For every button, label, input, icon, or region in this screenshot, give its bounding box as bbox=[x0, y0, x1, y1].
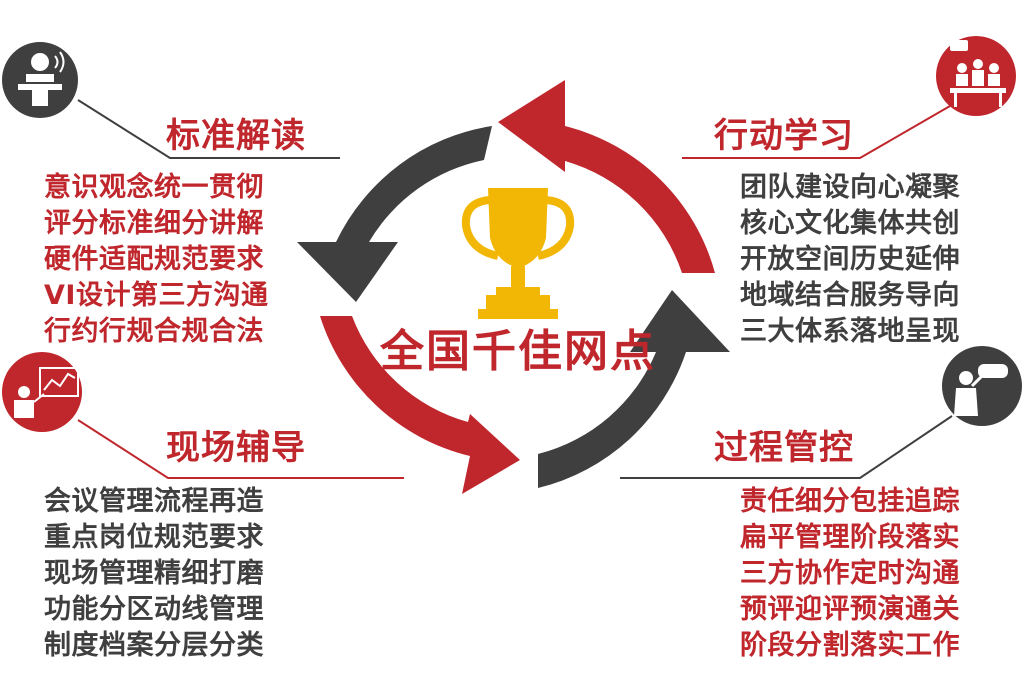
team-meeting-icon bbox=[936, 36, 1016, 116]
list-item: 现场管理精细打磨 bbox=[44, 558, 264, 589]
trophy-icon bbox=[461, 188, 575, 319]
list-item: 三大体系落地呈现 bbox=[740, 316, 960, 347]
cycle-arrows bbox=[297, 80, 730, 494]
heading-action-learning: 行动学习 bbox=[714, 116, 854, 156]
connector-bottom-right bbox=[620, 415, 953, 479]
speaker-podium-icon bbox=[2, 42, 78, 118]
list-action-learning: 团队建设向心凝聚 核心文化集体共创 开放空间历史延伸 地域结合服务导向 三大体系… bbox=[740, 170, 960, 350]
connector-top-left bbox=[77, 99, 340, 159]
list-process-control: 责任细分包挂追踪 扁平管理阶段落实 三方协作定时沟通 预评迎评预演通关 阶段分割… bbox=[740, 484, 960, 664]
arrow-dark-bottom-right bbox=[538, 290, 730, 488]
connector-top-right bbox=[682, 105, 951, 159]
arrow-red-bottom-left bbox=[320, 316, 520, 494]
list-item: 行约行规合规合法 bbox=[44, 316, 264, 347]
list-item: 扁平管理阶段落实 bbox=[740, 522, 960, 553]
presenter-chart-icon bbox=[2, 352, 82, 432]
list-item: 硬件适配规范要求 bbox=[44, 244, 264, 275]
list-item: 预评迎评预演通关 bbox=[740, 594, 960, 625]
list-item: 核心文化集体共创 bbox=[740, 208, 960, 239]
list-item: 会议管理流程再造 bbox=[44, 486, 264, 517]
list-item: 责任细分包挂追踪 bbox=[740, 486, 960, 517]
list-item: 重点岗位规范要求 bbox=[44, 522, 264, 553]
list-item: 意识观念统一贯彻 bbox=[44, 172, 264, 203]
list-item: VI设计第三方沟通 bbox=[44, 280, 269, 311]
arrow-red-top-right bbox=[498, 80, 715, 273]
list-item: 评分标准细分讲解 bbox=[44, 208, 264, 239]
center-title: 全国千佳网点 bbox=[380, 326, 656, 377]
list-item: 团队建设向心凝聚 bbox=[740, 172, 960, 203]
list-item: 三方协作定时沟通 bbox=[740, 558, 960, 589]
list-item: 开放空间历史延伸 bbox=[740, 244, 960, 275]
arrow-dark-top-left bbox=[297, 126, 492, 302]
connector-bottom-left bbox=[77, 419, 404, 479]
list-standard-interpretation: 意识观念统一贯彻 评分标准细分讲解 硬件适配规范要求 VI设计第三方沟通 行约行… bbox=[44, 170, 268, 350]
heading-process-control: 过程管控 bbox=[714, 428, 854, 468]
list-onsite-coaching: 会议管理流程再造 重点岗位规范要求 现场管理精细打磨 功能分区动线管理 制度档案… bbox=[44, 484, 264, 664]
list-item: 制度档案分层分类 bbox=[44, 630, 264, 661]
list-item: 地域结合服务导向 bbox=[740, 280, 960, 311]
binoculars-icon bbox=[942, 346, 1022, 426]
heading-onsite-coaching: 现场辅导 bbox=[166, 428, 306, 468]
list-item: 阶段分割落实工作 bbox=[740, 630, 960, 661]
connector-lines bbox=[77, 99, 953, 479]
list-item: 功能分区动线管理 bbox=[44, 594, 264, 625]
heading-standard-interpretation: 标准解读 bbox=[166, 116, 306, 156]
